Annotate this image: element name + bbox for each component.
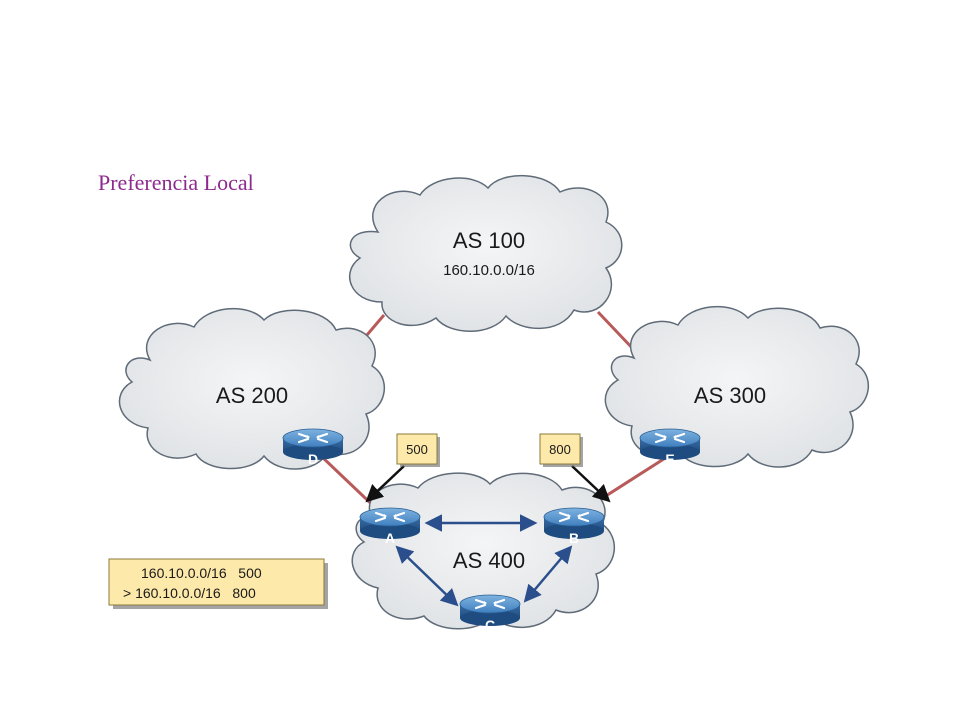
bgp-table-row-2: > 160.10.0.0/16 800	[123, 585, 256, 601]
router-b-label: B	[569, 530, 579, 546]
page-title: Preferencia Local	[98, 170, 254, 195]
router-b: B	[542, 506, 606, 546]
as400-label: AS 400	[453, 548, 525, 573]
local-pref-800-tag: 800	[539, 433, 583, 467]
router-e: E	[638, 427, 702, 467]
ibgp-links	[395, 514, 573, 607]
router-d: D	[281, 427, 345, 467]
bgp-table-note: 160.10.0.0/16 500 > 160.10.0.0/16 800	[108, 558, 328, 609]
as100-label: AS 100	[453, 228, 525, 253]
as300-cloud: AS 300	[604, 305, 870, 468]
cloud-shape	[604, 305, 870, 468]
as200-label: AS 200	[216, 383, 288, 408]
bgp-table-row-1: 160.10.0.0/16 500	[141, 565, 262, 581]
as100-prefix: 160.10.0.0/16	[443, 262, 535, 279]
link-a-c	[395, 545, 459, 607]
local-pref-800: 800	[549, 442, 571, 457]
local-pref-500-tag: 500	[396, 433, 440, 467]
router-a: A	[358, 506, 422, 546]
arrow-800-to-b	[571, 465, 611, 503]
router-c-label: C	[485, 617, 495, 633]
as100-cloud: AS 100 160.10.0.0/16	[349, 175, 623, 332]
router-c: C	[458, 593, 522, 633]
as300-label: AS 300	[694, 383, 766, 408]
local-pref-arrows	[365, 465, 611, 503]
arrow-500-to-a	[365, 465, 405, 503]
as200-cloud: AS 200	[118, 307, 386, 470]
link-as100-as300	[596, 310, 638, 354]
router-a-label: A	[385, 530, 395, 546]
router-d-label: D	[308, 451, 318, 467]
local-pref-500: 500	[406, 442, 428, 457]
link-b-c	[523, 545, 573, 603]
router-e-label: E	[665, 451, 674, 467]
cloud-shape	[349, 175, 623, 332]
